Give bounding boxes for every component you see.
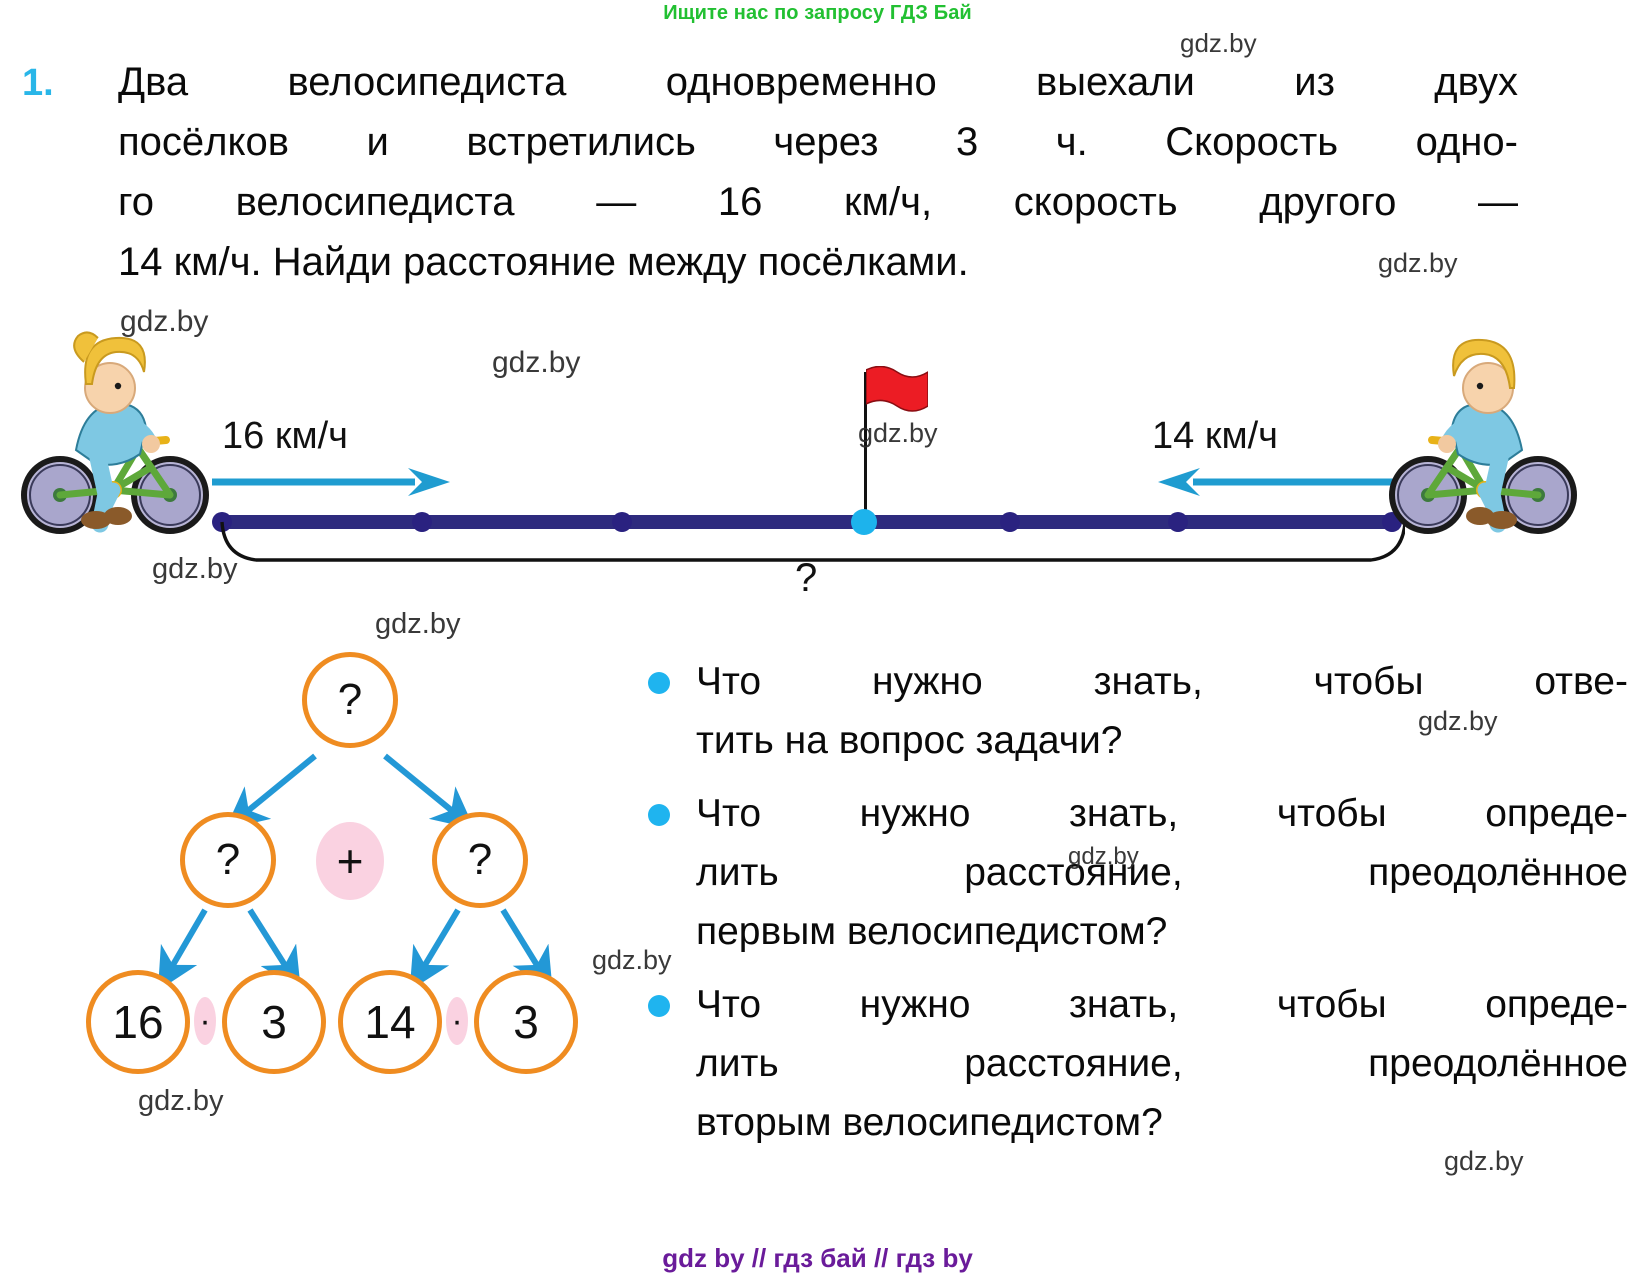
tree-node-left: ?: [180, 812, 276, 908]
tree-operator-plus: +: [316, 822, 384, 900]
tree-node-right: ?: [432, 812, 528, 908]
watermark-4: gdz.by: [492, 346, 581, 379]
tree-arrows: [157, 753, 553, 991]
right-direction-arrow-icon: [1158, 468, 1396, 496]
tree-leaf-left-b: 3: [222, 970, 326, 1074]
road-dot-4: [1000, 512, 1020, 532]
tree-leaf-right-a: 14: [338, 970, 442, 1074]
road-dot-2: [612, 512, 632, 532]
cyclist-left-icon: [21, 331, 209, 534]
promo-banner: Ищите нас по запросу ГДЗ Бай: [663, 2, 972, 24]
bullet-dot-icon: [648, 995, 670, 1017]
road-dot-1: [412, 512, 432, 532]
left-speed-label: 16 км/ч: [222, 415, 348, 457]
distance-question-mark: ?: [795, 556, 818, 600]
red-flag-icon: [866, 366, 928, 412]
road-line: [222, 515, 1394, 529]
right-speed-label: 14 км/ч: [1152, 415, 1278, 457]
cyclist-right-icon: [1389, 338, 1577, 534]
tree-leaf-left-a: 16: [86, 970, 190, 1074]
bullet-dot-icon: [648, 672, 670, 694]
solution-tree: ? ? + ? 16 · 3 14 · 3: [60, 630, 680, 1120]
tree-leaf-right-b: 3: [474, 970, 578, 1074]
tree-operator-multiply-left: ·: [194, 997, 216, 1045]
bullet-dot-icon: [648, 804, 670, 826]
flag-pole: [864, 372, 867, 524]
q2-line-3: первым велосипедистом?: [696, 910, 1168, 953]
tree-node-root: ?: [302, 652, 398, 748]
road-dot-5: [1168, 512, 1188, 532]
watermark-5: gdz.by: [858, 418, 938, 448]
footer-links: gdz by // гдз бай // гдз by: [662, 1243, 973, 1273]
q1-line-2: тить на вопрос задачи?: [696, 719, 1123, 762]
left-direction-arrow-icon: [212, 468, 450, 496]
distance-brace: [220, 521, 1405, 562]
road-dot-meeting-point: [851, 509, 877, 535]
task-line-4: 14 км/ч. Найди расстояние между посёлкам…: [118, 240, 969, 284]
tree-operator-multiply-right: ·: [446, 997, 468, 1045]
task-number: 1.: [22, 62, 54, 104]
road-dot-start: [212, 512, 232, 532]
q3-line-3: вторым велосипедистом?: [696, 1101, 1163, 1144]
